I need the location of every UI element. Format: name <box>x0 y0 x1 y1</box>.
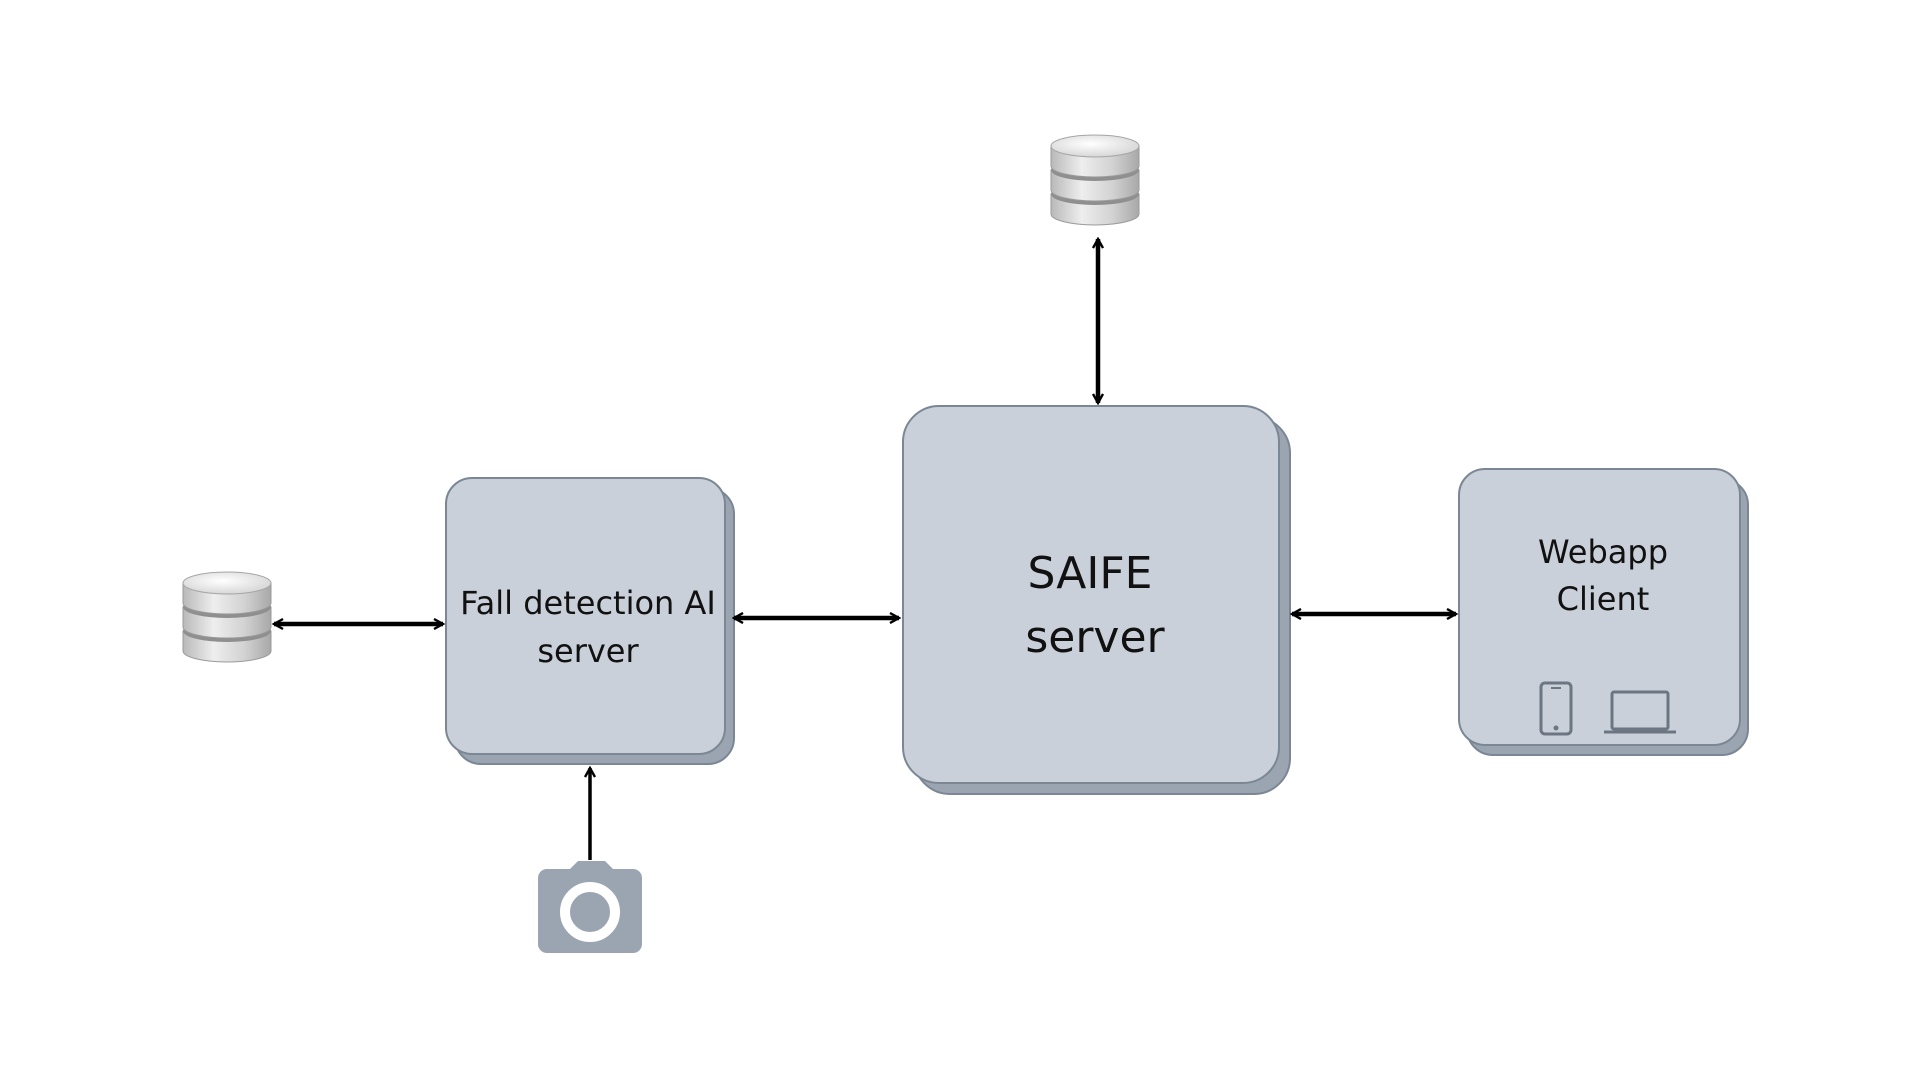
webapp-label-line1: Webapp <box>1538 533 1668 571</box>
saife-label-line1: SAIFE <box>1028 548 1153 599</box>
laptop-icon <box>1604 690 1676 734</box>
saife-server-box: SAIFE server <box>902 405 1291 795</box>
database-icon <box>1050 134 1140 226</box>
saife-label-line2: server <box>1025 612 1165 663</box>
smartphone-icon <box>1539 681 1573 736</box>
fall-detection-label-line1: Fall detection AI <box>460 584 716 622</box>
camera-icon <box>538 861 642 953</box>
webapp-client-box: Webapp Client <box>1458 468 1749 756</box>
fall-detection-server-box: Fall detection AI server <box>445 477 735 765</box>
webapp-label-line2: Client <box>1557 580 1650 618</box>
database-icon <box>182 571 272 663</box>
fall-detection-label-line2: server <box>537 632 639 670</box>
